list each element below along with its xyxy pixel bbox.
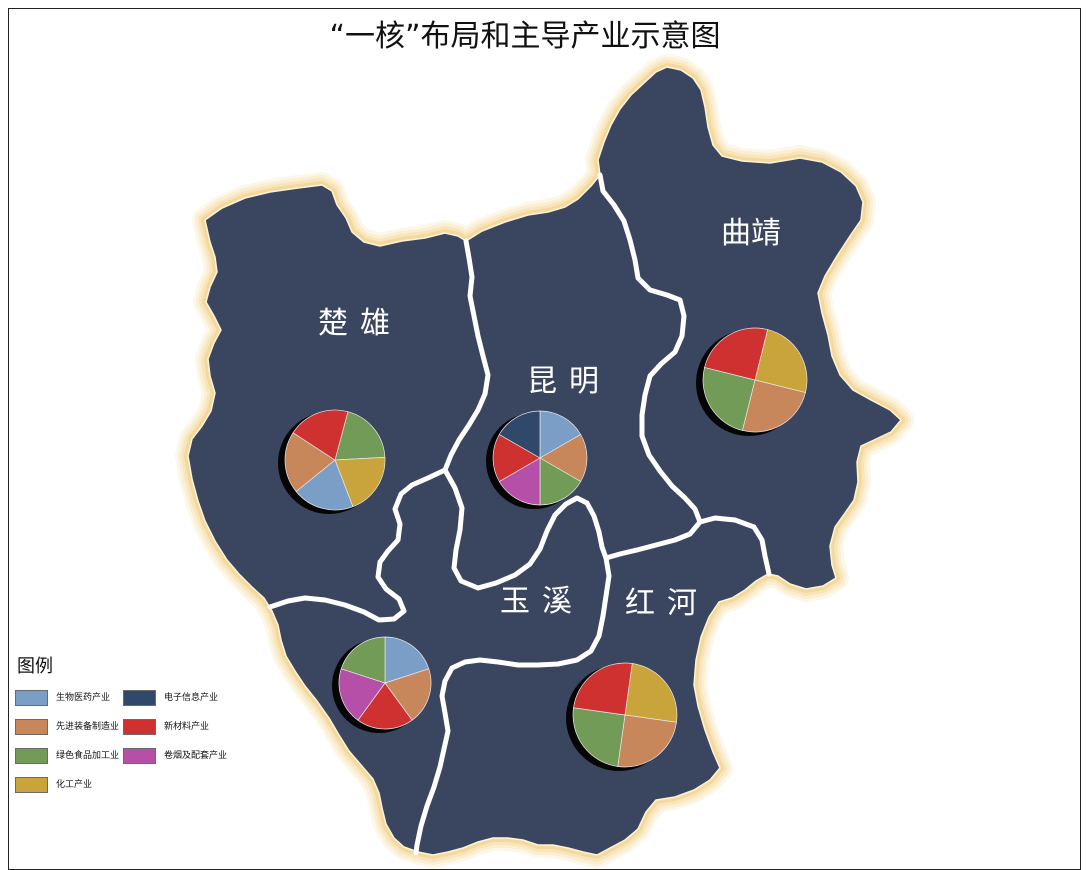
legend-item-biomedicine: 生物医药产业 bbox=[15, 689, 123, 706]
border-qujing-kunming bbox=[597, 172, 703, 525]
region-label-kunming: 昆明 bbox=[527, 364, 611, 399]
region-label-chuxiong: 楚雄 bbox=[318, 306, 402, 341]
legend-item-electronic-info: 电子信息产业 bbox=[123, 689, 248, 706]
pie-qujing-slice-0 bbox=[754, 329, 808, 394]
legend: 生物医药产业 电子信息产业 先进装备制造业 新材料产业 绿色食品加工业 卷烟及配… bbox=[15, 689, 248, 793]
pie-kunming-slice-3 bbox=[498, 457, 541, 506]
legend-label: 生物医药产业 bbox=[56, 692, 111, 703]
pie-qujing-slice-3 bbox=[704, 327, 769, 381]
pie-yuxi-slice-1 bbox=[384, 668, 432, 721]
border-chuxiong-kunming bbox=[442, 238, 491, 473]
legend-swatch bbox=[15, 718, 48, 735]
pie-honghe-slice-3 bbox=[573, 662, 633, 716]
legend-label: 绿色食品加工业 bbox=[56, 750, 120, 761]
pie-chart-kunming bbox=[486, 410, 588, 509]
pie-chuxiong-slice-1 bbox=[334, 457, 386, 508]
pie-chuxiong-slice-2 bbox=[295, 459, 354, 511]
border-kunming-yuxi bbox=[442, 467, 609, 591]
pie-honghe-slice-0 bbox=[624, 663, 678, 723]
pie-yuxi-slice-2 bbox=[357, 682, 413, 730]
legend-title: 图例 bbox=[17, 656, 53, 677]
region-borders bbox=[267, 172, 772, 856]
pie-qujing-slice-1 bbox=[741, 379, 806, 433]
legend-item-chemical: 化工产业 bbox=[15, 776, 123, 793]
legend-label: 先进装备制造业 bbox=[56, 721, 120, 732]
legend-item-new-materials: 新材料产业 bbox=[123, 718, 248, 735]
legend-label: 卷烟及配套产业 bbox=[164, 750, 228, 761]
legend-swatch bbox=[123, 689, 156, 706]
border-qujing-honghe bbox=[697, 515, 772, 577]
border-kunming-honghe bbox=[603, 519, 703, 561]
pie-kunming-slice-2 bbox=[539, 457, 582, 506]
pie-yuxi-slice-3 bbox=[338, 668, 386, 721]
legend-item-green-food: 绿色食品加工业 bbox=[15, 747, 123, 764]
pie-chart-chuxiong bbox=[278, 409, 386, 514]
pie-honghe-slice-1 bbox=[617, 714, 677, 768]
region-label-qujing: 曲靖 bbox=[721, 216, 781, 251]
legend-swatch bbox=[123, 747, 156, 764]
legend-item-advanced-equipment: 先进装备制造业 bbox=[15, 718, 123, 735]
pie-kunming-slice-5 bbox=[498, 410, 541, 459]
legend-swatch bbox=[123, 718, 156, 735]
pie-honghe-slice-2 bbox=[572, 707, 626, 767]
pie-chuxiong-slice-3 bbox=[284, 432, 336, 492]
pie-yuxi-slice-4 bbox=[340, 636, 386, 684]
pie-qujing-slice-2 bbox=[702, 366, 756, 431]
pie-chart-honghe bbox=[566, 662, 678, 771]
map-title: “一核”布局和主导产业示意图 bbox=[329, 19, 721, 54]
border-chuxiong-yuxi bbox=[267, 467, 448, 623]
pie-kunming-slice-4 bbox=[492, 434, 541, 482]
legend-swatch bbox=[15, 747, 48, 764]
pie-chart-qujing bbox=[696, 327, 808, 436]
legend-swatch bbox=[15, 776, 48, 793]
pie-yuxi-slice-0 bbox=[384, 636, 430, 684]
region-label-honghe: 红河 bbox=[625, 586, 709, 621]
pie-chuxiong-slice-0 bbox=[334, 411, 386, 461]
pie-chuxiong-slice-4 bbox=[292, 409, 349, 461]
pie-kunming-slice-1 bbox=[539, 434, 588, 482]
legend-label: 电子信息产业 bbox=[164, 692, 219, 703]
legend-label: 新材料产业 bbox=[164, 721, 210, 732]
legend-item-tobacco: 卷烟及配套产业 bbox=[123, 747, 248, 764]
border-yuxi-honghe bbox=[413, 555, 612, 856]
pie-kunming-slice-0 bbox=[539, 410, 582, 459]
pie-chart-yuxi bbox=[332, 636, 432, 733]
legend-label: 化工产业 bbox=[56, 779, 93, 790]
legend-swatch bbox=[15, 689, 48, 706]
region-label-yuxi: 玉溪 bbox=[500, 584, 584, 619]
